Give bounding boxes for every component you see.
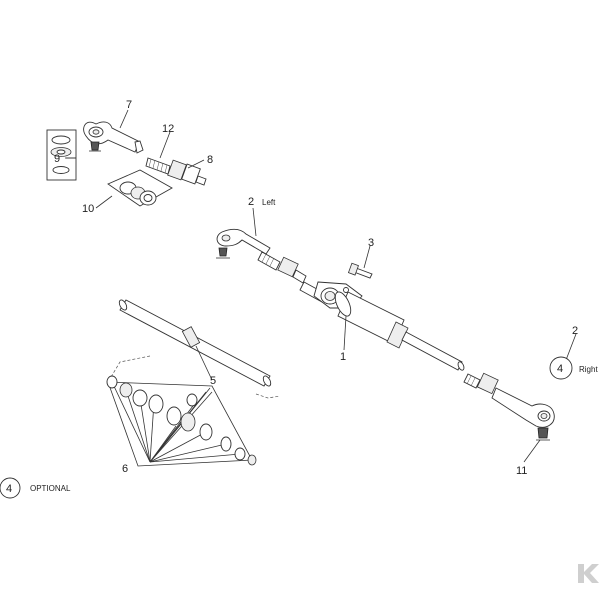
callout-11: 11 [516,465,527,477]
legend-text: OPTIONAL [30,484,71,493]
clamp-kit-10 [107,169,173,207]
legend-marker: 4 [6,483,12,495]
tie-rod-right [463,372,555,441]
callout-3: 3 [368,237,374,249]
steering-cylinder-1 [299,281,465,371]
callout-10: 10 [82,203,94,215]
callout-9: 9 [54,153,60,165]
tie-rod-left [216,228,307,284]
tube-assembly-5 [107,299,281,399]
callout-2-left-label: Left [262,198,276,207]
callout-7: 7 [126,99,132,111]
callout-4: 4 [557,363,563,375]
seal-kit-9 [46,129,77,181]
seal-kit-6 [106,375,257,467]
legend-marker-circle [0,477,21,499]
callout-2-left: 2 [248,196,254,208]
callout-2-right-label: Right [579,365,598,374]
tie-rod-end-7 [83,121,144,154]
callout-1: 1 [340,351,346,363]
adjuster-nut-8 [145,157,207,186]
callout-12: 12 [162,123,174,135]
legend-optional: 4 OPTIONAL [0,477,71,499]
bolt-3 [347,262,373,279]
brand-logo [578,564,599,583]
callout-8: 8 [207,154,213,166]
callout-5: 5 [210,375,216,387]
callout-6: 6 [122,463,128,475]
callout-2-right: 2 [572,325,578,337]
leader-lines [66,109,577,463]
optional-marker-circle [549,356,573,380]
